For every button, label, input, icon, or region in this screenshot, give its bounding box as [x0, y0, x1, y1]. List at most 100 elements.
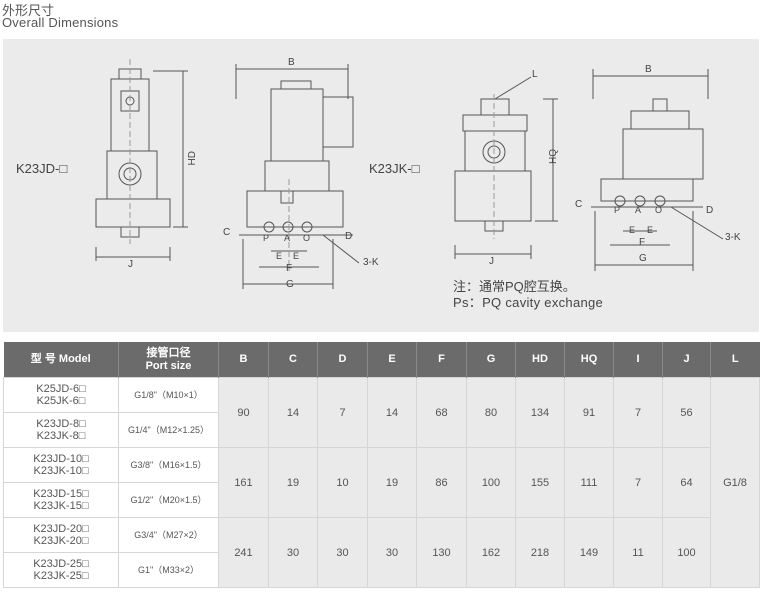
dim-f-left: F [286, 263, 293, 274]
dim-hq: HQ [548, 149, 559, 164]
dimension-drawing: K23JD-□ K23JK-□ HD J B C D P A O E E F G… [3, 39, 759, 332]
dim-c-left: C [223, 227, 231, 238]
value-i: 7 [613, 447, 663, 518]
table-row: K25JD-6□K25JK-6□ G1/8"（M10×1） 90 14 7 14… [3, 377, 760, 588]
value-g: 100 [466, 447, 516, 518]
port-cell: G1/4"（M12×1.25） [118, 412, 219, 448]
dim-d-right: D [706, 205, 714, 216]
value-hq: 111 [564, 447, 614, 518]
port-o-left: O [303, 233, 311, 243]
th-e: E [367, 342, 417, 378]
dim-b-left: B [288, 57, 295, 68]
label-k23jk: K23JK-□ [369, 161, 420, 176]
value-d: 7 [317, 377, 368, 448]
label-k23jd: K23JD-□ [16, 161, 68, 176]
dim-l: L [532, 69, 538, 80]
model-cell: K23JD-25□K23JK-25□ [3, 552, 119, 588]
dim-e2-left: E [293, 251, 300, 261]
dim-3k-left: 3-K [363, 257, 379, 268]
model-cell: K23JD-20□K23JK-20□ [3, 517, 119, 553]
value-j: 56 [662, 377, 711, 448]
value-f: 68 [416, 377, 467, 448]
dim-e1-left: E [276, 251, 283, 261]
th-l: L [710, 342, 760, 378]
th-d: D [317, 342, 368, 378]
section-title-en: Overall Dimensions [2, 15, 119, 30]
th-hd: HD [515, 342, 565, 378]
value-c: 14 [268, 377, 318, 448]
jk-front-view [591, 69, 724, 271]
dim-g-left: G [286, 279, 294, 290]
value-e: 14 [367, 377, 417, 448]
th-i: I [613, 342, 663, 378]
value-d: 10 [317, 447, 368, 518]
th-hq: HQ [564, 342, 614, 378]
value-g: 80 [466, 377, 516, 448]
model-cell: K23JD-8□K23JK-8□ [3, 412, 119, 448]
dim-j-left: J [128, 259, 133, 270]
value-hd: 134 [515, 377, 565, 448]
model-cell: K23JD-10□K23JK-10□ [3, 447, 119, 483]
model-cell: K23JD-15□K23JK-15□ [3, 482, 119, 518]
dim-e2-right: E [647, 225, 654, 235]
jd-side-view [95, 59, 188, 261]
table-row: K23JD-20□K23JK-20□ G3/4"（M27×2） 241 30 3… [3, 517, 760, 588]
dim-j-right: J [489, 256, 494, 267]
dim-d-left: D [345, 231, 353, 242]
port-p-right: P [614, 205, 621, 215]
th-c: C [268, 342, 318, 378]
model-cell: K25JD-6□K25JK-6□ [3, 377, 119, 413]
th-j: J [662, 342, 711, 378]
dim-g-right: G [639, 253, 647, 264]
value-hq: 149 [564, 517, 614, 588]
port-cell: G3/8"（M16×1.5） [118, 447, 219, 483]
table-row: K23JD-15□K23JK-15□ G1/2"（M20×1.5） [3, 482, 760, 518]
th-model: 型 号 Model [3, 342, 119, 378]
table-row: K23JD-25□K23JK-25□ G1"（M33×2） [3, 552, 760, 588]
value-d: 30 [317, 517, 368, 588]
value-hd: 218 [515, 517, 565, 588]
jd-front-view [235, 64, 360, 289]
port-cell: G1/8"（M10×1） [118, 377, 219, 413]
value-c: 19 [268, 447, 318, 518]
value-hd: 155 [515, 447, 565, 518]
value-j: 100 [662, 517, 711, 588]
value-c: 30 [268, 517, 318, 588]
value-e: 30 [367, 517, 417, 588]
th-f: F [416, 342, 467, 378]
port-p-left: P [263, 233, 270, 243]
note-en: Ps：PQ cavity exchange [453, 295, 604, 310]
port-a-left: A [284, 233, 291, 243]
valve-drawings-svg [95, 59, 724, 289]
value-i: 11 [613, 517, 663, 588]
value-l: G1/8 [710, 377, 760, 588]
value-hq: 91 [564, 377, 614, 448]
value-e: 19 [367, 447, 417, 518]
table-row: K23JD-8□K23JK-8□ G1/4"（M12×1.25） [3, 412, 760, 448]
port-a-right: A [635, 205, 642, 215]
section-title-cn: 外形尺寸 [2, 3, 55, 18]
port-cell: G1"（M33×2） [118, 552, 219, 588]
dim-b-right: B [645, 64, 652, 75]
value-b: 90 [218, 377, 269, 448]
value-f: 86 [416, 447, 467, 518]
note-cn: 注：通常PQ腔互换。 [453, 279, 576, 294]
dim-c-right: C [575, 199, 583, 210]
value-j: 64 [662, 447, 711, 518]
port-cell: G3/4"（M27×2） [118, 517, 219, 553]
value-f: 130 [416, 517, 467, 588]
dim-3k-right: 3-K [725, 232, 741, 243]
jk-side-view [454, 76, 558, 259]
port-o-right: O [655, 205, 663, 215]
dim-e1-right: E [629, 225, 636, 235]
th-g: G [466, 342, 516, 378]
table-row: K23JD-10□K23JK-10□ G3/8"（M16×1.5） 161 19… [3, 447, 760, 518]
value-g: 162 [466, 517, 516, 588]
dim-f-right: F [639, 237, 646, 248]
value-b: 161 [218, 447, 269, 518]
value-i: 7 [613, 377, 663, 448]
value-b: 241 [218, 517, 269, 588]
